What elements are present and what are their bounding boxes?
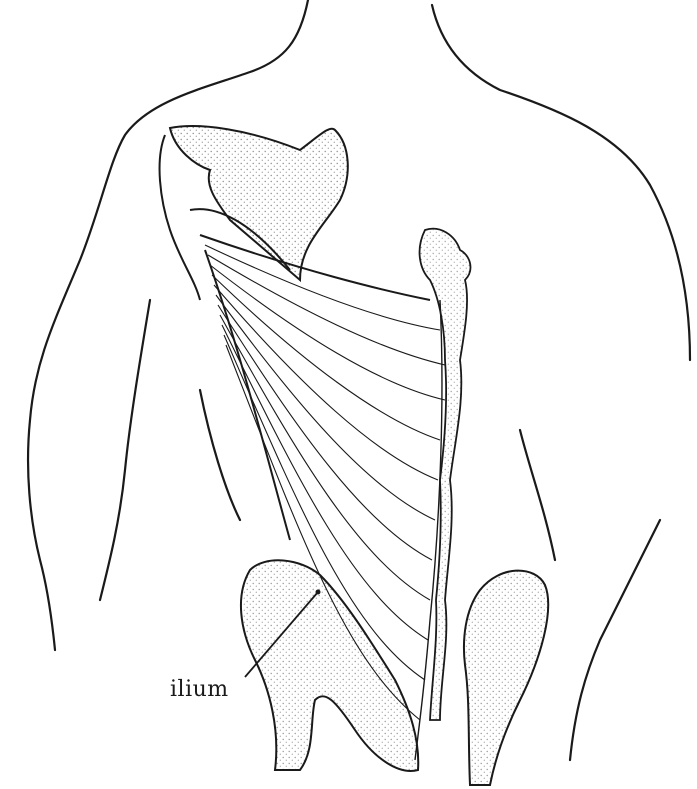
ilium-label: ilium [170, 677, 229, 702]
ilium-pointer-dot [316, 590, 321, 595]
pelvis-bone [241, 560, 548, 785]
